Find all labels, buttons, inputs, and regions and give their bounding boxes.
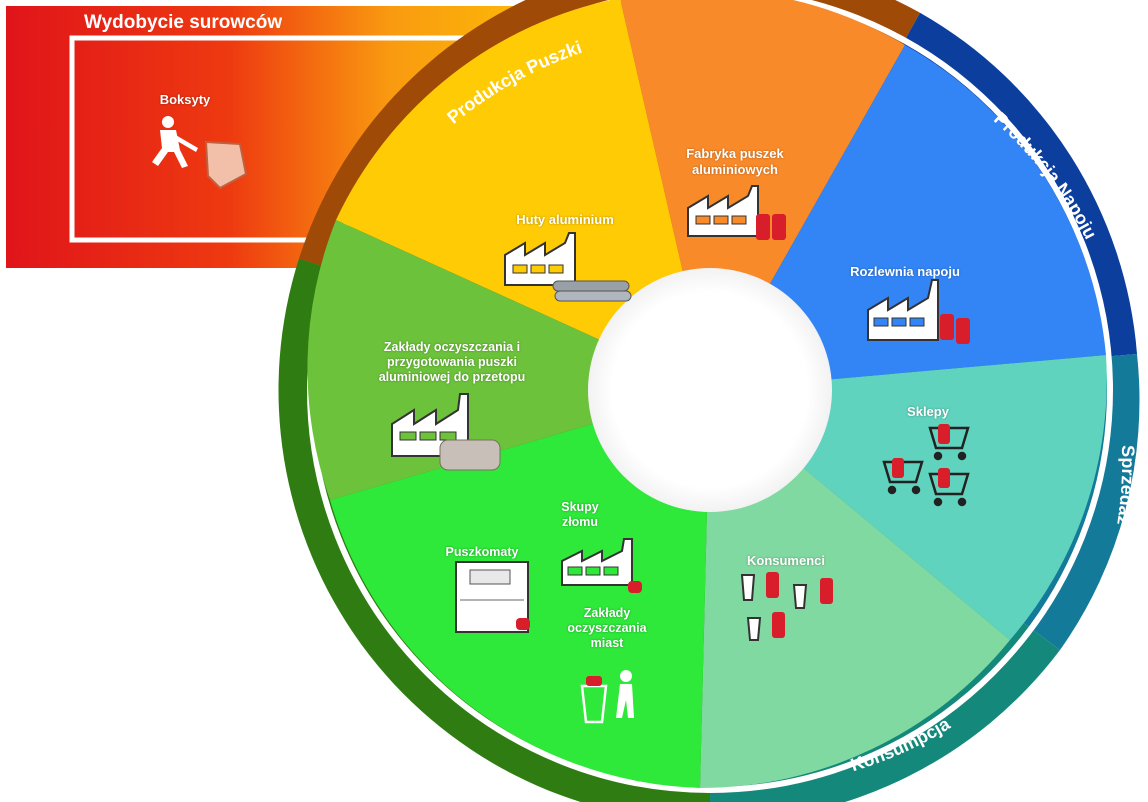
miner-icon bbox=[152, 116, 248, 190]
station-label-huty: Huty aluminium bbox=[516, 212, 614, 227]
factory-icon bbox=[867, 279, 970, 344]
can-icon bbox=[892, 424, 950, 488]
factory-icon bbox=[561, 538, 642, 593]
station-label-fabryka: Fabryka puszek aluminiowych bbox=[686, 146, 784, 177]
station-label-zaklady-przetop: Zakłady oczyszczania i przygotowania pus… bbox=[378, 340, 526, 384]
station-label-rozlewnia: Rozlewnia napoju bbox=[850, 264, 960, 279]
station-label-skupy: Skupy złomu bbox=[561, 500, 599, 529]
factory-icon bbox=[504, 232, 632, 302]
raw-materials-title: Wydobycie surowców bbox=[84, 12, 283, 33]
station-label-sklepy: Sklepy bbox=[907, 404, 949, 419]
glass-icon bbox=[740, 574, 808, 641]
factory-icon bbox=[687, 185, 786, 240]
station-label-zaklady-miast: Zakłady oczyszczania miast bbox=[567, 606, 647, 650]
station-label-boksyty: Boksyty bbox=[159, 92, 211, 107]
can-icon bbox=[766, 572, 833, 638]
station-label-konsumenci: Konsumenci bbox=[746, 553, 826, 568]
vending-machine-icon bbox=[455, 561, 530, 633]
station-label-puszkomaty: Puszkomaty bbox=[445, 545, 519, 559]
shopping-cart-icon bbox=[882, 426, 970, 507]
trash-bin-icon bbox=[580, 670, 634, 724]
factory-icon bbox=[391, 393, 501, 471]
